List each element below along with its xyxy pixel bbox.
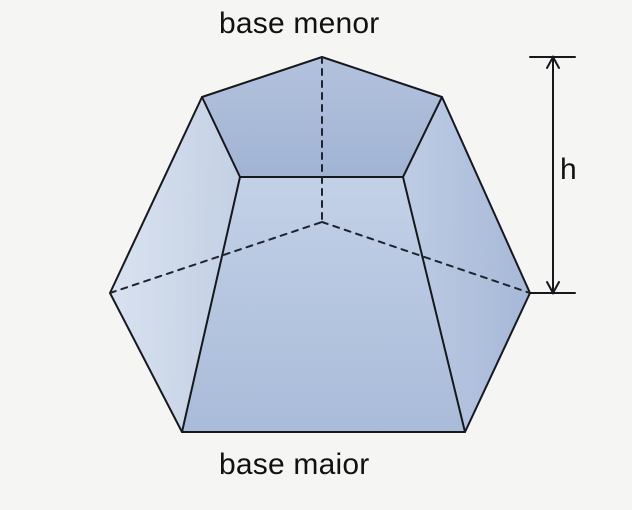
hidden-right-base-edge	[321, 221, 531, 294]
right-lateral-face	[403, 97, 530, 432]
front-left-lateral-edge	[181, 176, 241, 433]
left-lateral-face	[110, 97, 240, 432]
front-lateral-face	[182, 177, 465, 432]
hidden-edges	[109, 56, 531, 294]
front-right-lateral-edge	[402, 176, 466, 433]
top-right-edge	[402, 96, 443, 178]
bottom-base-label: base maior	[219, 448, 370, 481]
top-base-label: base menor	[219, 7, 380, 40]
top-left-edge	[201, 96, 241, 178]
height-arrow-top	[546, 54, 560, 69]
outer-outline	[109, 56, 531, 433]
height-label: h	[560, 153, 577, 186]
height-arrow-bottom	[546, 281, 560, 296]
hidden-left-base-edge	[109, 221, 323, 294]
height-dimension	[529, 54, 576, 296]
